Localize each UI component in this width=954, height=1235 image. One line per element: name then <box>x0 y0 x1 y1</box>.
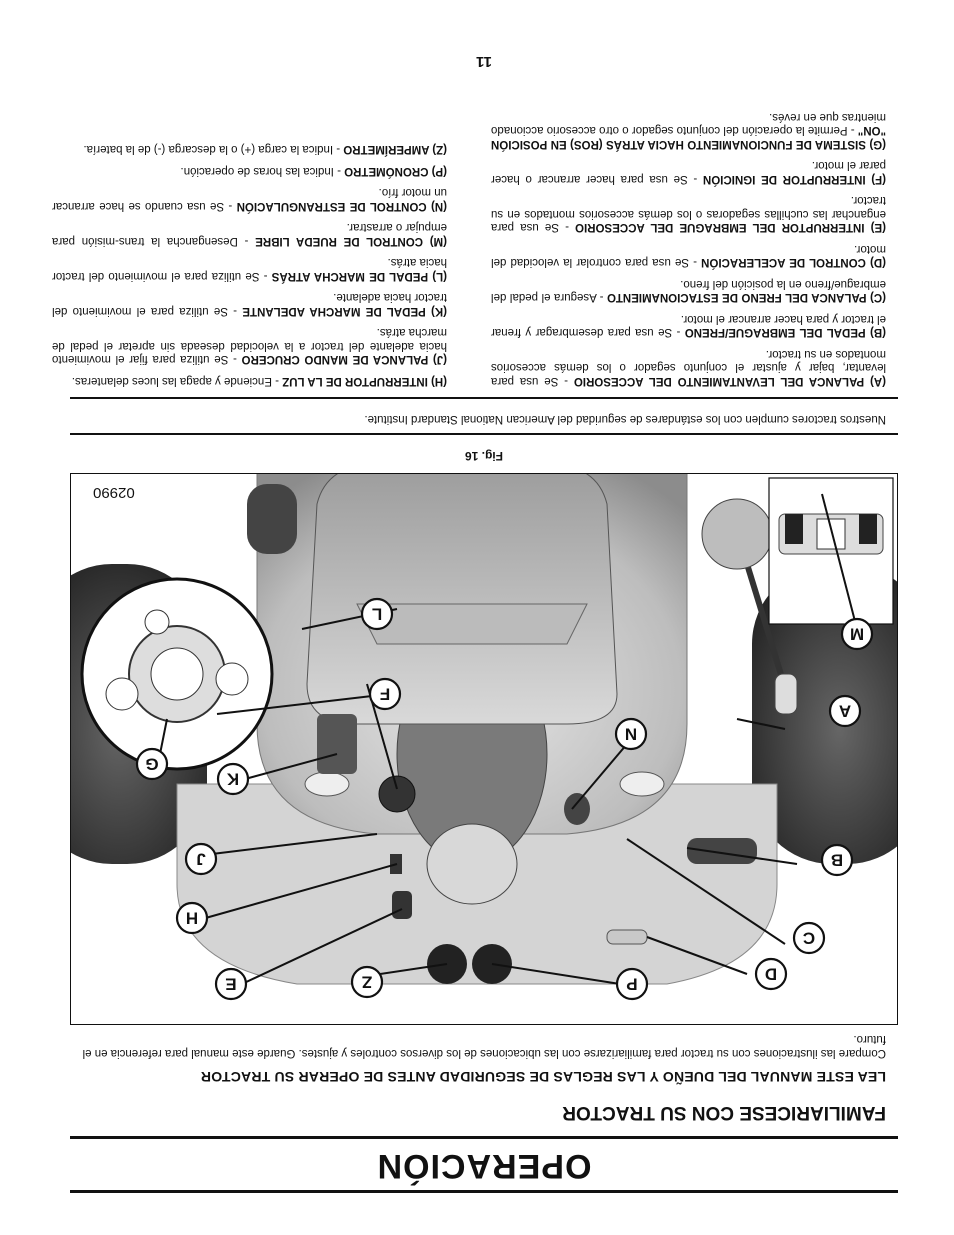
callout-d: D <box>765 965 777 984</box>
lift-lever <box>744 563 790 695</box>
control-term: (H) INTERRUPTOR DE LA LUZ <box>282 375 447 387</box>
control-desc: - Enciende y apaga las luces delanteras. <box>71 375 283 387</box>
callout-m: M <box>850 625 864 644</box>
tractor-illustration: M A B C D P Z E H J K G F N L <box>70 473 897 1001</box>
seat-detail <box>356 603 588 645</box>
page-number: 11 <box>476 53 492 70</box>
control-term: (E) INTERRUPTOR DEL EMBRAGUE DEL ACCESOR… <box>575 221 886 234</box>
control-term: (F) INTERRUPTOR DE IGNICIÓN <box>702 173 886 185</box>
control-term: (N) CONTROL DE ESTRANGULACIÓN <box>236 200 447 212</box>
control-desc: - Indica las horas de operación. <box>180 165 345 177</box>
callout-l: L <box>372 605 382 624</box>
control-entry: (C) PALANCA DEL FRENO DE ESTACIONAMIENTO… <box>491 277 886 304</box>
figure-caption: Fig. 16 <box>465 449 504 463</box>
callout-h: H <box>186 909 198 928</box>
standards-note: Nuestros tractores cumplen con los están… <box>364 413 886 425</box>
console-recess-right <box>304 771 350 797</box>
callout-j: J <box>196 850 205 869</box>
intro-paragraph: Compare las ilustraciones con su tractor… <box>82 1033 886 1059</box>
callout-k: K <box>226 770 239 789</box>
control-term: (A) PALANCA DEL LEVANTAMIENTO DEL ACCESO… <box>573 375 886 387</box>
control-term: (P) CRONÓMETRO <box>344 165 447 177</box>
control-term: (L) PEDAL DE MARCHA ATRÁS <box>271 270 447 282</box>
callout-n: N <box>625 725 637 744</box>
choke-knob <box>564 793 590 825</box>
control-entry: (A) PALANCA DEL LEVANTAMIENTO DEL ACCESO… <box>491 347 886 387</box>
fuel-cap <box>701 498 773 570</box>
control-entry: (J) PALANCA DE MANDO CRUCERO - Se utiliz… <box>52 325 447 366</box>
control-entry: (E) INTERRUPTOR DEL EMBRAGUE DEL ACCESOR… <box>491 193 886 234</box>
control-entry: (M) CONTROL DE RUEDA LIBRE - Desengancha… <box>52 220 447 248</box>
standards-bottom-rule <box>70 397 898 399</box>
callout-c: C <box>803 929 815 948</box>
control-entry: (N) CONTROL DE ESTRANGULACIÓN - Se usa c… <box>52 185 447 213</box>
control-entry: (Z) AMPERÍMETRO - Indica la carga (+) o … <box>52 142 447 156</box>
callout-f: F <box>380 685 390 704</box>
attachment-clutch-switch <box>392 891 412 919</box>
control-term: (B) PEDAL DEL EMBRAGUE/FRENO <box>684 326 886 339</box>
control-term: (D) CONTROL DE ACELERACIÓN <box>701 256 886 269</box>
callout-bubbles <box>135 597 874 1001</box>
control-term: (M) CONTROL DE RUEDA LIBRE <box>255 235 447 247</box>
ros-switch-inset <box>80 577 274 771</box>
section-subtitle: FAMILIARICESE CON SU TRACTOR <box>562 1102 886 1123</box>
control-term: (Z) AMPERÍMETRO <box>343 143 447 156</box>
throttle-lever <box>606 929 648 945</box>
control-term: (C) PALANCA DEL FRENO DE ESTACIONAMIENTO <box>607 291 886 304</box>
control-entry: (L) PEDAL DE MARCHA ATRÁS - Se utiliza p… <box>52 255 447 283</box>
callout-b: B <box>831 851 843 870</box>
control-entry: (B) PEDAL DEL EMBRAGUE/FRENO - Se usa pa… <box>491 312 886 339</box>
title-rule <box>70 1136 898 1139</box>
control-term: (J) PALANCA DE MANDO CRUCERO <box>241 353 447 366</box>
control-entry: (G) SISTEMA DE FUNCIONAMIENTO HACIA ATRÁ… <box>491 110 886 150</box>
cup-holder <box>247 484 297 554</box>
brake-pedal <box>687 838 757 864</box>
lift-lever-grip <box>774 673 798 715</box>
control-term: (K) PEDAL DE MARCHA ADELANTE <box>242 305 447 317</box>
page-title: OPERACIÓN <box>376 1147 592 1185</box>
steering-shaft <box>426 823 518 905</box>
forward-pedal <box>317 714 357 774</box>
control-entry: (K) PEDAL DE MARCHA ADELANTE - Se utiliz… <box>52 290 447 318</box>
console-recess-left <box>619 771 665 797</box>
callout-e: E <box>225 975 236 994</box>
standards-top-rule <box>70 433 898 435</box>
controls-list-left: (A) PALANCA DEL LEVANTAMIENTO DEL ACCESO… <box>491 102 886 387</box>
control-entry: (H) INTERRUPTOR DE LA LUZ - Enciende y a… <box>52 374 447 387</box>
top-rule <box>70 1190 898 1193</box>
tractor-controls-figure: M A B C D P Z E H J K G F N L 02990 <box>70 473 898 1025</box>
controls-list-right: (H) INTERRUPTOR DE LA LUZ - Enciende y a… <box>52 134 447 388</box>
read-manual-notice: LEA ESTE MANUAL DEL DUEÑO Y LAS REGLAS D… <box>200 1069 886 1085</box>
callout-p: P <box>626 975 637 994</box>
control-entry: (F) INTERRUPTOR DE IGNICIÓN - Se usa par… <box>491 158 886 186</box>
control-desc: - Permite la operación del conjunto sega… <box>491 111 886 137</box>
control-entry: (D) CONTROL DE ACELERACIÓN - Se usa para… <box>491 242 886 269</box>
callout-z: Z <box>362 973 372 992</box>
freewheel-inset <box>768 477 894 625</box>
control-desc: - Indica la carga (+) o la descarga (-) … <box>83 143 344 156</box>
figure-code: 02990 <box>93 484 135 501</box>
control-entry: (P) CRONÓMETRO - Indica las horas de ope… <box>52 164 447 177</box>
callout-a: A <box>839 702 851 721</box>
callout-g: G <box>145 755 158 774</box>
seat <box>306 473 618 725</box>
ignition-switch <box>378 775 416 813</box>
